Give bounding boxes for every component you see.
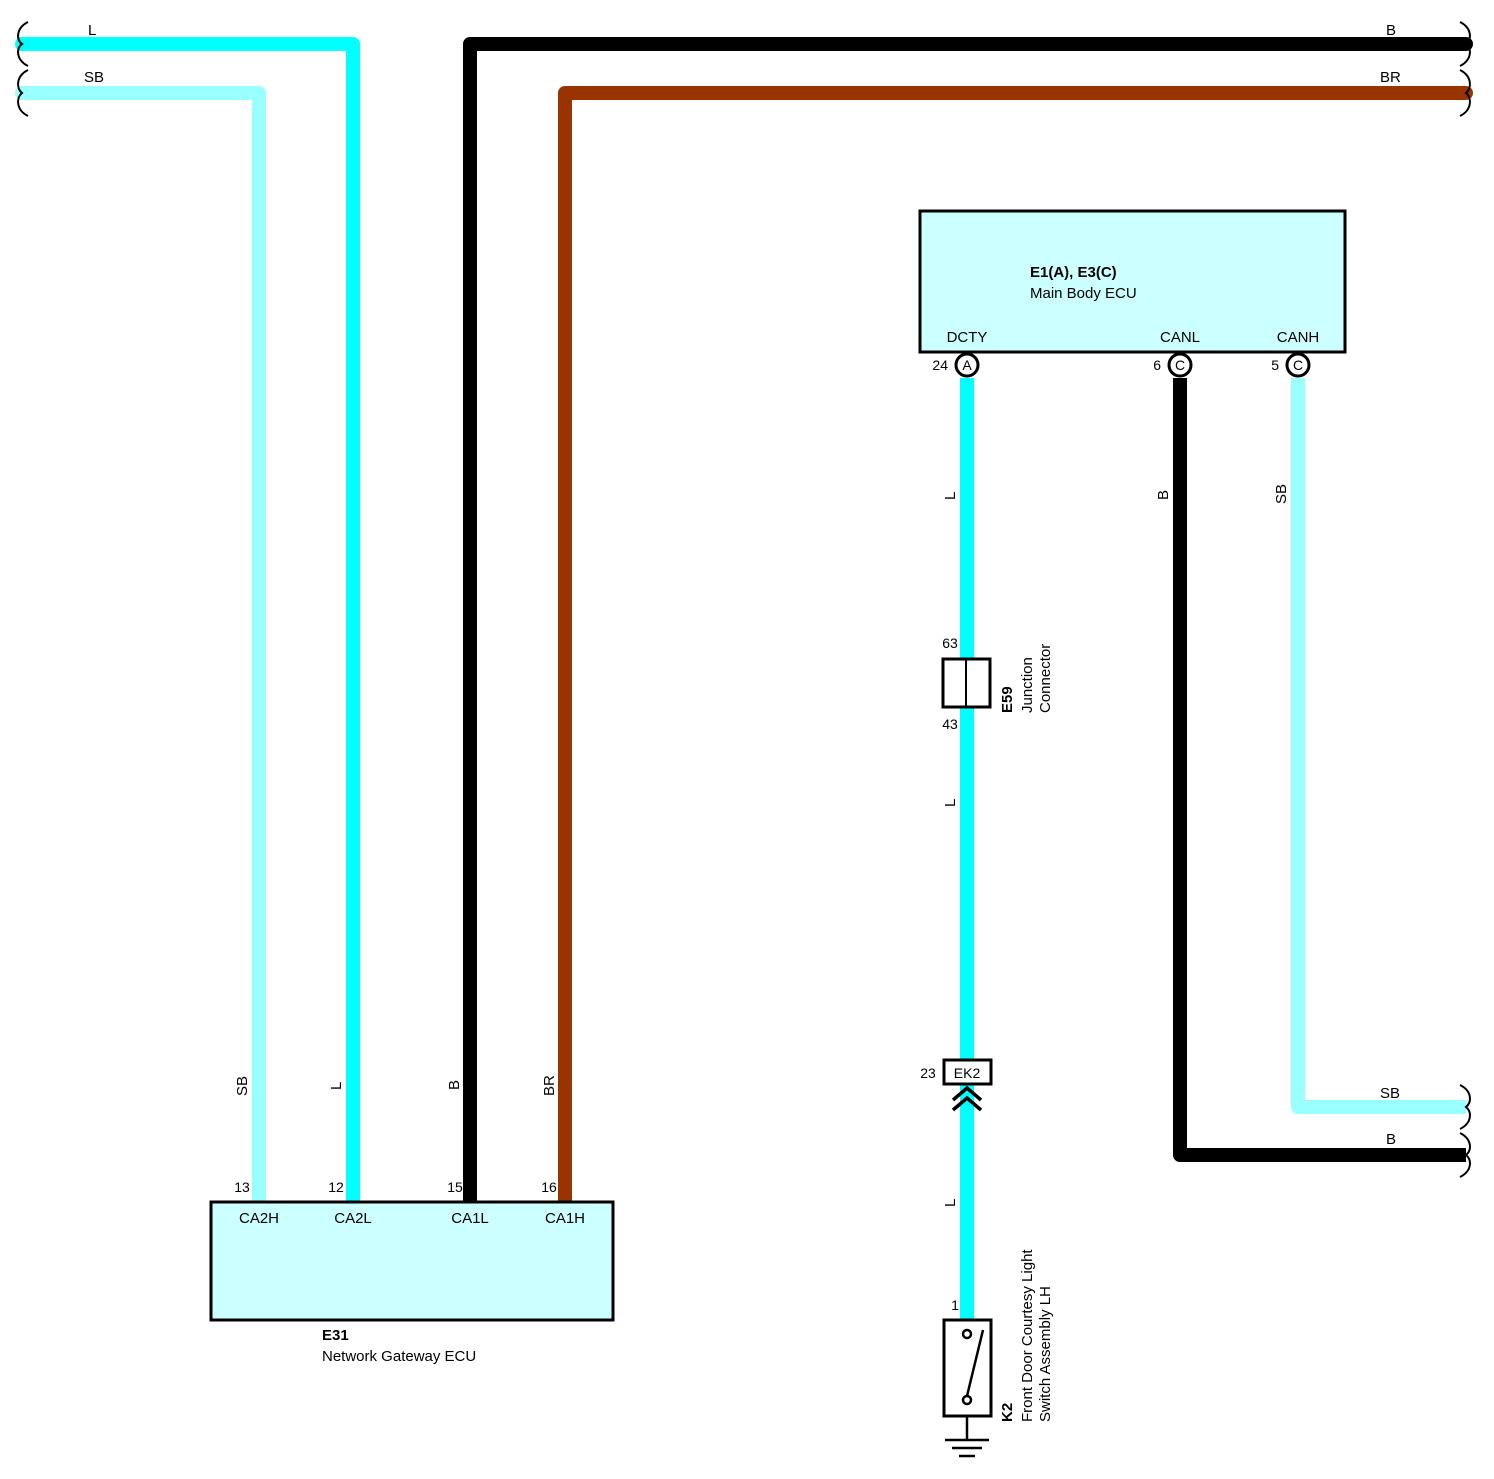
wire-label: B	[1155, 490, 1172, 500]
junction-label-2: Connector	[1037, 644, 1054, 713]
inline-connector-ek2: EK2 23	[920, 1058, 993, 1112]
svg-text:C: C	[1175, 357, 1185, 373]
terminal-label-ca2l: CA2L	[334, 1210, 372, 1227]
main-body-ecu-box	[918, 209, 1347, 354]
wire-b-canl	[1173, 378, 1466, 1162]
junction-label-1: Junction	[1019, 657, 1036, 713]
pin-number: 12	[328, 1179, 344, 1195]
wire-label: L	[942, 492, 959, 500]
wire-label: L	[942, 1199, 959, 1207]
terminal-label-ca1l: CA1L	[451, 1210, 489, 1227]
wire-br-ca1h	[558, 86, 1473, 1210]
pin-number: 16	[541, 1179, 557, 1195]
pin-number: 6	[1153, 357, 1161, 373]
wire-label: L	[328, 1082, 345, 1090]
main-body-ecu-name: Main Body ECU	[1030, 285, 1137, 302]
pin-number: 43	[942, 716, 958, 732]
wire-label: L	[88, 22, 96, 39]
wire-label: SB	[1273, 484, 1290, 504]
wire-label: B	[1386, 22, 1396, 39]
gateway-ecu-name: Network Gateway ECU	[322, 1348, 476, 1365]
connector-pin-a: A	[954, 352, 980, 378]
wire-b-ca1l	[463, 37, 1473, 1210]
wire-label: B	[1386, 1131, 1396, 1148]
connector-pin-c-canh: C	[1285, 352, 1311, 378]
switch-id: K2	[999, 1403, 1016, 1422]
terminal-label-ca1h: CA1H	[545, 1210, 585, 1227]
pin-number: 5	[1271, 357, 1279, 373]
inline-connector-id: EK2	[954, 1065, 981, 1081]
terminal-label-canl: CANL	[1160, 329, 1200, 346]
terminal-label-dcty: DCTY	[947, 329, 988, 346]
wire-label: BR	[541, 1075, 558, 1096]
main-body-ecu: E1(A), E3(C) Main Body ECU DCTY CANL CAN…	[918, 209, 1347, 354]
pin-number: 24	[932, 357, 948, 373]
network-gateway-ecu: 13 12 15 16 CA2H CA2L CA1L CA1H E31 Netw…	[209, 1179, 615, 1365]
wire-label: SB	[1380, 1085, 1400, 1102]
terminal-label-canh: CANH	[1277, 329, 1320, 346]
gateway-ecu-box	[209, 1200, 615, 1322]
connector-chevron	[951, 1085, 983, 1102]
svg-text:C: C	[1293, 357, 1303, 373]
switch-contact	[965, 1329, 985, 1397]
pin-number: 1	[951, 1297, 959, 1313]
junction-connector-e59: 63 43 E59 Junction Connector	[941, 635, 1054, 732]
wire-label: SB	[84, 69, 104, 86]
gateway-ecu-id: E31	[322, 1327, 349, 1344]
connector-chevron	[951, 1095, 983, 1112]
pin-number: 13	[234, 1179, 250, 1195]
wire-label: SB	[234, 1076, 251, 1096]
inline-connector-box	[942, 1058, 993, 1086]
svg-text:A: A	[962, 357, 972, 373]
wire-l-ca2l	[15, 37, 360, 1210]
main-body-ecu-id: E1(A), E3(C)	[1030, 264, 1117, 281]
wire-break-marks	[17, 21, 1471, 1178]
wire-label: BR	[1380, 69, 1401, 86]
courtesy-light-switch-k2: 1 K2 Front Door Courtesy Light Switch As…	[942, 1249, 1054, 1422]
terminal-label-ca2h: CA2H	[239, 1210, 279, 1227]
wire-sb-canh	[1291, 378, 1466, 1114]
switch-label-2: Switch Assembly LH	[1037, 1286, 1054, 1422]
wire-label: B	[446, 1080, 463, 1090]
wire-sb-ca2h	[15, 86, 266, 1210]
switch-label-1: Front Door Courtesy Light	[1019, 1249, 1036, 1422]
pin-number: 15	[447, 1179, 463, 1195]
junction-id: E59	[999, 686, 1016, 713]
pin-number: 23	[920, 1065, 936, 1081]
wire-label: L	[942, 799, 959, 807]
connector-pin-c-canl: C	[1167, 352, 1193, 378]
ground-icon	[945, 1416, 989, 1458]
pin-number: 63	[942, 635, 958, 651]
